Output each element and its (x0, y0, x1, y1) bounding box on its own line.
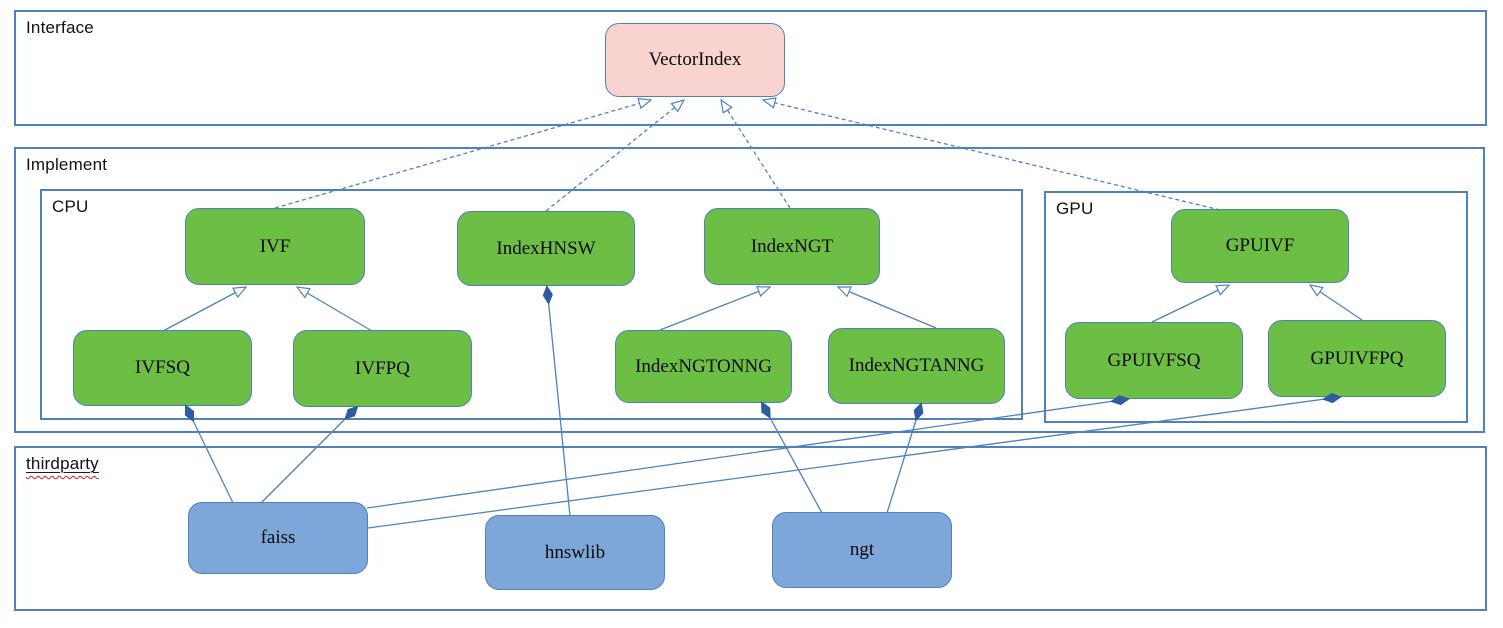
node-indexngtanng-label: IndexNGTANNG (848, 355, 985, 376)
node-indexngtonng: IndexNGTONNG (615, 330, 792, 403)
container-gpu-label: GPU (1056, 199, 1094, 218)
container-cpu-label: CPU (52, 197, 89, 216)
node-hnswlib: hnswlib (485, 515, 665, 590)
node-indexngt-label: IndexNGT (750, 235, 834, 257)
container-implement-label: Implement (26, 155, 108, 174)
container-interface-label: Interface (26, 18, 94, 37)
node-ivf-label: IVF (259, 235, 291, 257)
node-ivfpq-label: IVFPQ (355, 357, 410, 379)
node-gpuivfpq: GPUIVFPQ (1268, 320, 1446, 397)
node-vectorindex: VectorIndex (605, 23, 785, 97)
node-ivfpq: IVFPQ (293, 330, 472, 407)
node-gpuivf: GPUIVF (1171, 209, 1349, 283)
node-ivfsq: IVFSQ (73, 330, 252, 406)
node-hnswlib-label: hnswlib (544, 541, 606, 563)
node-faiss: faiss (188, 502, 368, 574)
node-indexngtonng-label: IndexNGTONNG (635, 355, 772, 377)
node-ivfsq-label: IVFSQ (135, 357, 190, 378)
node-gpuivf-label: GPUIVF (1225, 235, 1295, 256)
container-thirdparty-label: thirdparty (26, 454, 99, 473)
node-ngt: ngt (772, 512, 952, 588)
node-ivf: IVF (185, 208, 365, 285)
node-gpuivfpq-label: GPUIVFPQ (1310, 347, 1404, 369)
node-faiss-label: faiss (260, 527, 296, 548)
node-gpuivfsq: GPUIVFSQ (1065, 322, 1243, 399)
container-thirdparty-label-wrap: thirdparty (26, 454, 99, 474)
node-indexhnsw-label: IndexHNSW (496, 237, 596, 259)
node-indexngt: IndexNGT (704, 208, 880, 285)
node-ngt-label: ngt (849, 539, 875, 560)
node-gpuivfsq-label: GPUIVFSQ (1107, 349, 1201, 371)
node-vectorindex-label: VectorIndex (648, 49, 742, 70)
node-indexngtanng: IndexNGTANNG (828, 328, 1005, 404)
node-indexhnsw: IndexHNSW (457, 211, 635, 286)
